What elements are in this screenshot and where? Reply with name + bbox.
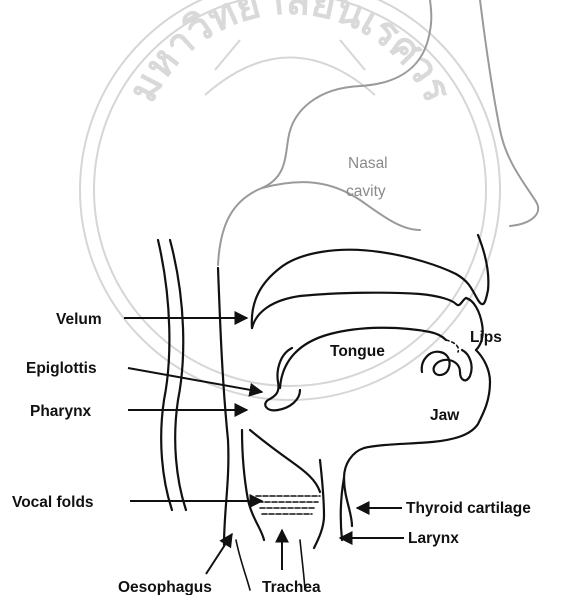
label-velum: Velum: [56, 311, 102, 328]
larynx-anterior-wall: [242, 430, 264, 540]
aryepiglottic-fold: [250, 430, 320, 492]
oesophagus-arrow: [206, 534, 232, 574]
oral-cavity: [252, 235, 490, 526]
thyroid-cartilage-line: [341, 478, 344, 540]
label-vocal-folds: Vocal folds: [12, 494, 94, 511]
nose-outline: [480, 0, 538, 226]
label-pharynx: Pharynx: [30, 403, 92, 420]
lips-curl: [422, 350, 472, 380]
label-larynx: Larynx: [408, 530, 459, 547]
watermark-seal: มหาวิทยาลัยนเรศวร: [80, 0, 500, 400]
labels: Nasal cavity Velum Epiglottis Pharynx Vo…: [12, 155, 531, 595]
posterior-pharyngeal-wall: [218, 268, 228, 545]
epiglottis-flap: [265, 348, 300, 410]
label-epiglottis: Epiglottis: [26, 360, 97, 377]
larynx-region: [236, 348, 344, 590]
palate-nasal-floor: [252, 235, 489, 328]
label-jaw: Jaw: [430, 407, 460, 424]
label-oesophagus: Oesophagus: [118, 579, 212, 595]
tongue-tip-dashed: [446, 340, 458, 352]
label-lips: Lips: [470, 329, 502, 346]
thyroid-wall: [314, 460, 324, 548]
nasal-cavity-roof: [262, 182, 420, 230]
label-thyroid-cartilage: Thyroid cartilage: [406, 500, 531, 517]
label-cavity: cavity: [346, 183, 386, 200]
label-nasal: Nasal: [348, 155, 388, 172]
label-trachea: Trachea: [262, 579, 321, 595]
label-tongue: Tongue: [330, 343, 385, 360]
pharynx-walls: [158, 240, 228, 545]
vocal-folds-hatch: [256, 496, 320, 514]
